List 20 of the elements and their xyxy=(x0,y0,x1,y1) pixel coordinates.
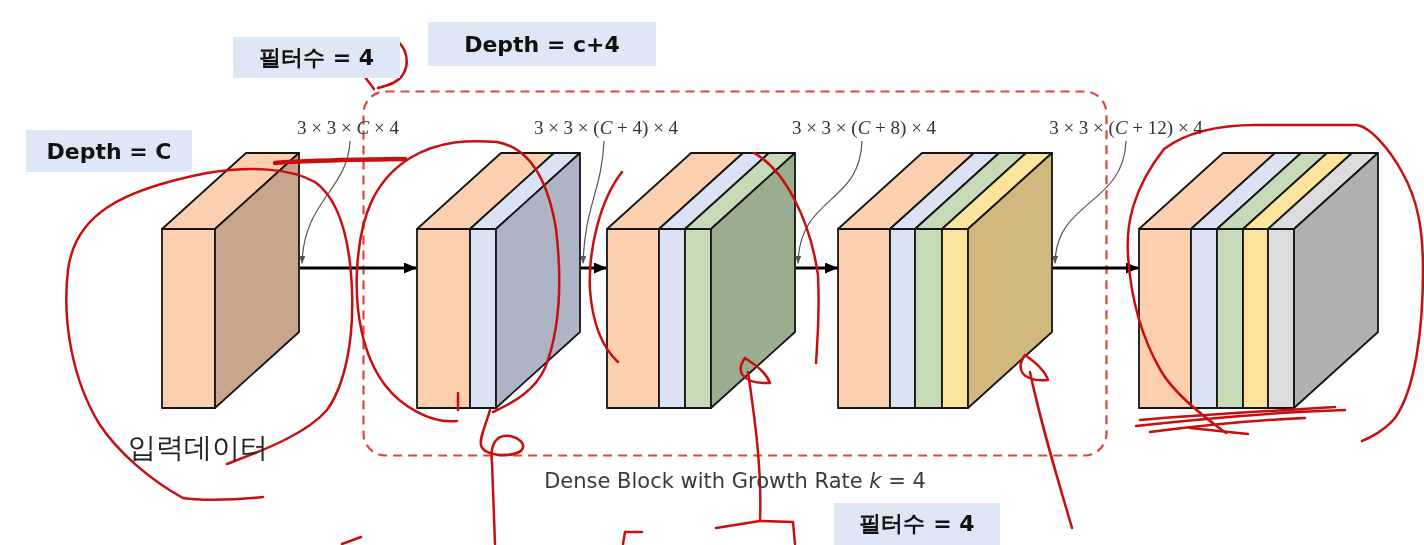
arrow xyxy=(300,262,417,274)
highlighted-label: 필터수 = 4 xyxy=(834,503,1000,545)
layered-block-drawing xyxy=(837,152,1053,409)
arrow xyxy=(1053,262,1139,274)
leader-line xyxy=(1052,140,1127,264)
formula-label: 3 × 3 × C × 4 xyxy=(297,116,399,140)
highlighted-label: Depth = c+4 xyxy=(428,22,656,66)
formula-label: 3 × 3 × (C + 4) × 4 xyxy=(533,116,679,140)
block-caption: 입력데이터 xyxy=(128,430,268,466)
layered-block-drawing xyxy=(1138,152,1379,409)
layered-block-drawing xyxy=(606,152,796,409)
highlighted-label: 필터수 = 4 xyxy=(233,37,400,78)
leader-line xyxy=(580,140,605,264)
leader-line xyxy=(795,140,863,264)
arrow xyxy=(796,262,838,274)
arrow xyxy=(581,262,607,274)
formula-label: 3 × 3 × (C + 8) × 4 xyxy=(791,116,937,140)
leader-line xyxy=(299,140,351,264)
layered-block-drawing xyxy=(416,152,581,409)
highlighted-label: Depth = C xyxy=(26,130,192,172)
